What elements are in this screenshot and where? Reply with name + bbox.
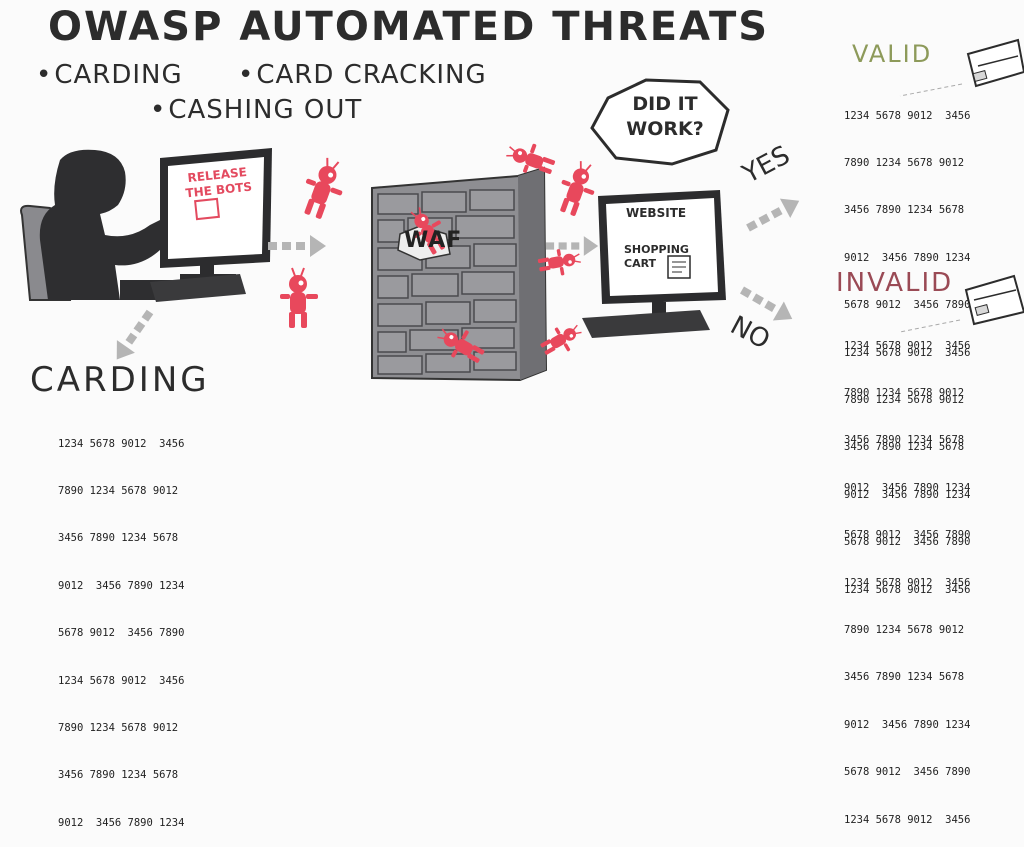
threat-item-carding: CARDING [36,60,183,90]
card-number: 5678 9012 3456 7890 [844,299,971,312]
card-number: 1234 5678 9012 3456 [58,674,185,687]
card-number: 3456 7890 1234 5678 [844,441,965,454]
card-number: 7890 1234 5678 9012 [844,623,965,636]
card-number: 1234 5678 9012 3456 [844,576,971,589]
arrow-to-carding-list [107,305,160,366]
card-number: 1234 5678 9012 3456 [58,437,185,450]
arrow-yes [742,191,805,238]
card-number: 9012 3456 7890 1234 [844,251,971,264]
card-number: 1234 5678 9012 3456 [844,346,971,359]
invalid-heading: INVALID [836,268,954,298]
card-number: 5678 9012 3456 7890 [844,529,971,542]
threat-item-cashing-out: CASHING OUT [150,95,362,125]
question-text: DID IT WORK? [626,93,704,140]
bot-icon [294,152,353,225]
valid-number-list: 1234 5678 9012 3456 7890 1234 5678 9012 … [844,77,970,614]
hacker-figure [20,149,185,301]
card-number: 3456 7890 1234 5678 [844,434,965,447]
invalid-number-list: 1234 5678 9012 3456 7890 1234 5678 9012 … [844,307,970,844]
shopping-cart-label: SHOPPING CART [624,243,689,270]
waf-wall [371,166,548,382]
page-title: OWASP AUTOMATED THREATS [48,4,770,50]
carding-number-list: 1234 5678 9012 3456 7890 1234 5678 9012 … [58,405,184,847]
card-number: 7890 1234 5678 9012 [58,484,179,497]
card-number: 3456 7890 1234 5678 [844,671,965,684]
waf-label: WAF [404,228,463,253]
card-number: 9012 3456 7890 1234 [844,481,971,494]
illustration [20,38,1024,382]
website-monitor [582,190,726,338]
card-number: 5678 9012 3456 7890 [58,627,185,640]
card-number: 1234 5678 9012 3456 [844,109,971,122]
valid-card-icon [899,38,1024,97]
card-number: 3456 7890 1234 5678 [844,204,965,217]
question-bubble [590,78,730,166]
hacker-monitor [150,148,272,302]
website-label: WEBSITE [626,206,687,220]
card-number: 9012 3456 7890 1234 [58,579,185,592]
card-number: 7890 1234 5678 9012 [58,721,179,734]
card-number: 9012 3456 7890 1234 [844,488,971,501]
card-number: 5678 9012 3456 7890 [844,766,971,779]
card-number: 3456 7890 1234 5678 [58,769,179,782]
card-number: 3456 7890 1234 5678 [58,532,179,545]
invalid-card-icon [899,274,1024,333]
arrow-to-waf [268,235,326,257]
arrow-to-website [546,236,599,256]
card-number: 1234 5678 9012 3456 [844,339,971,352]
card-number: 1234 5678 9012 3456 [844,813,971,826]
card-number: 7890 1234 5678 9012 [844,156,965,169]
bot-icon [551,156,604,221]
threat-item-card-cracking: CARD CRACKING [238,60,487,90]
card-number: 9012 3456 7890 1234 [844,718,971,731]
card-number: 9012 3456 7890 1234 [58,816,185,829]
bot-icon [279,267,319,329]
card-number: 7890 1234 5678 9012 [844,386,965,399]
valid-heading: VALID [852,40,933,68]
carding-heading: CARDING [30,360,210,400]
card-number: 7890 1234 5678 9012 [844,393,965,406]
